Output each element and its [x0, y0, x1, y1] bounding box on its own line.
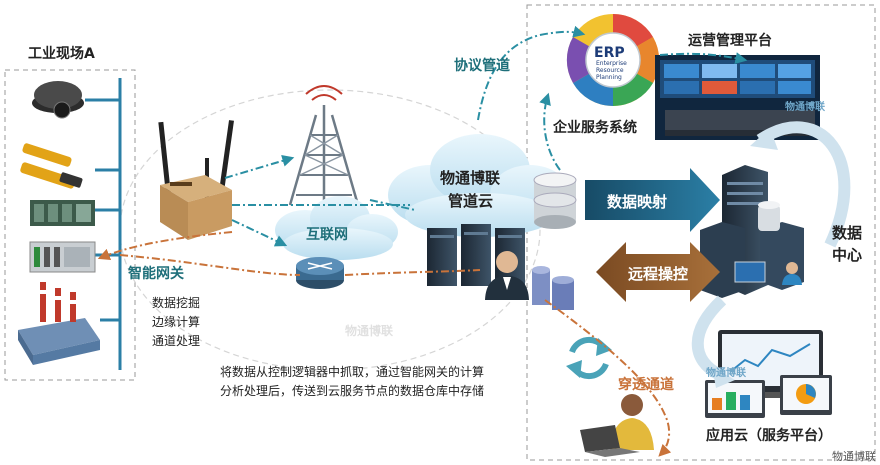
erp-caption: 企业服务系统 — [553, 120, 637, 136]
datacenter-line2: 中心 — [832, 246, 863, 264]
smart-gateway-icon — [158, 120, 234, 240]
description-line2: 分析处理后，传送到云服务节点的数据仓库中存储 — [220, 384, 485, 398]
field-gateway-link — [119, 254, 301, 276]
controller-icon — [29, 241, 96, 273]
operations-center-image — [655, 55, 820, 140]
gateway-feature-3: 通道处理 — [152, 334, 201, 348]
storage-icon — [532, 266, 574, 310]
watermark-center: 物通博联 — [345, 324, 394, 338]
lower-return-arrow — [691, 295, 727, 381]
internet-label: 互联网 — [306, 227, 348, 243]
service-frame — [526, 4, 876, 461]
router-icon — [296, 257, 344, 289]
dome-camera-icon — [32, 81, 84, 119]
data-mapping-arrow — [585, 168, 720, 232]
erp-logo: ERP — [594, 45, 625, 61]
data-mapping-label: 数据映射 — [607, 193, 668, 211]
erp-subtitle-line3: Planning — [596, 74, 622, 81]
upper-return-arrow — [756, 121, 851, 248]
plc-icon — [30, 200, 95, 226]
erp-subtitle-line1: Enterprise — [596, 60, 627, 67]
sensor-icon — [20, 143, 83, 189]
watermark-ops: 物通博联 — [785, 102, 825, 113]
corner-brand: 物通博联 — [832, 450, 876, 463]
factory-icon — [18, 282, 100, 365]
remote-control-arrow — [596, 242, 720, 302]
pass-through-path — [544, 299, 672, 457]
app-cloud-label: 应用云（服务平台） — [706, 428, 832, 444]
administrator-icon — [485, 251, 529, 300]
ops-platform-label: 运营管理平台 — [688, 33, 772, 49]
description-line1: 将数据从控制逻辑器中抓取，通过智能网关的计算 — [220, 365, 485, 379]
datacenter-line1: 数据 — [832, 224, 863, 242]
cloud-title-line1: 物通博联 — [440, 169, 501, 187]
protocol-pipe-path — [477, 25, 586, 121]
remote-control-label: 远程操控 — [628, 265, 689, 283]
gateway-feature-1: 数据挖掘 — [152, 296, 201, 310]
cell-tower-icon — [288, 85, 360, 206]
gateway-tower-link — [224, 154, 295, 179]
gateway-title: 智能网关 — [128, 266, 184, 282]
erp-subtitle: Enterprise Resource Planning — [596, 60, 627, 81]
remote-user-icon — [580, 394, 654, 457]
internet-cloud-icon — [275, 196, 398, 260]
erp-subtitle-line2: Resource — [596, 67, 624, 74]
protocol-pipe-label: 协议管道 — [454, 58, 510, 74]
sync-arrows-icon — [566, 336, 612, 380]
site-frame — [4, 69, 136, 381]
cloud-database-icon — [533, 172, 577, 229]
cloud-title-line2: 管道云 — [448, 192, 494, 210]
data-center-servers-icon — [700, 165, 804, 298]
erp-wheel-icon — [566, 13, 660, 107]
gateway-feature-2: 边缘计算 — [152, 315, 201, 329]
pass-through-label: 穿透通道 — [618, 377, 674, 393]
watermark-app: 物通博联 — [706, 368, 746, 379]
app-cloud-screens-icon — [705, 330, 832, 418]
site-title: 工业现场A — [28, 46, 95, 62]
